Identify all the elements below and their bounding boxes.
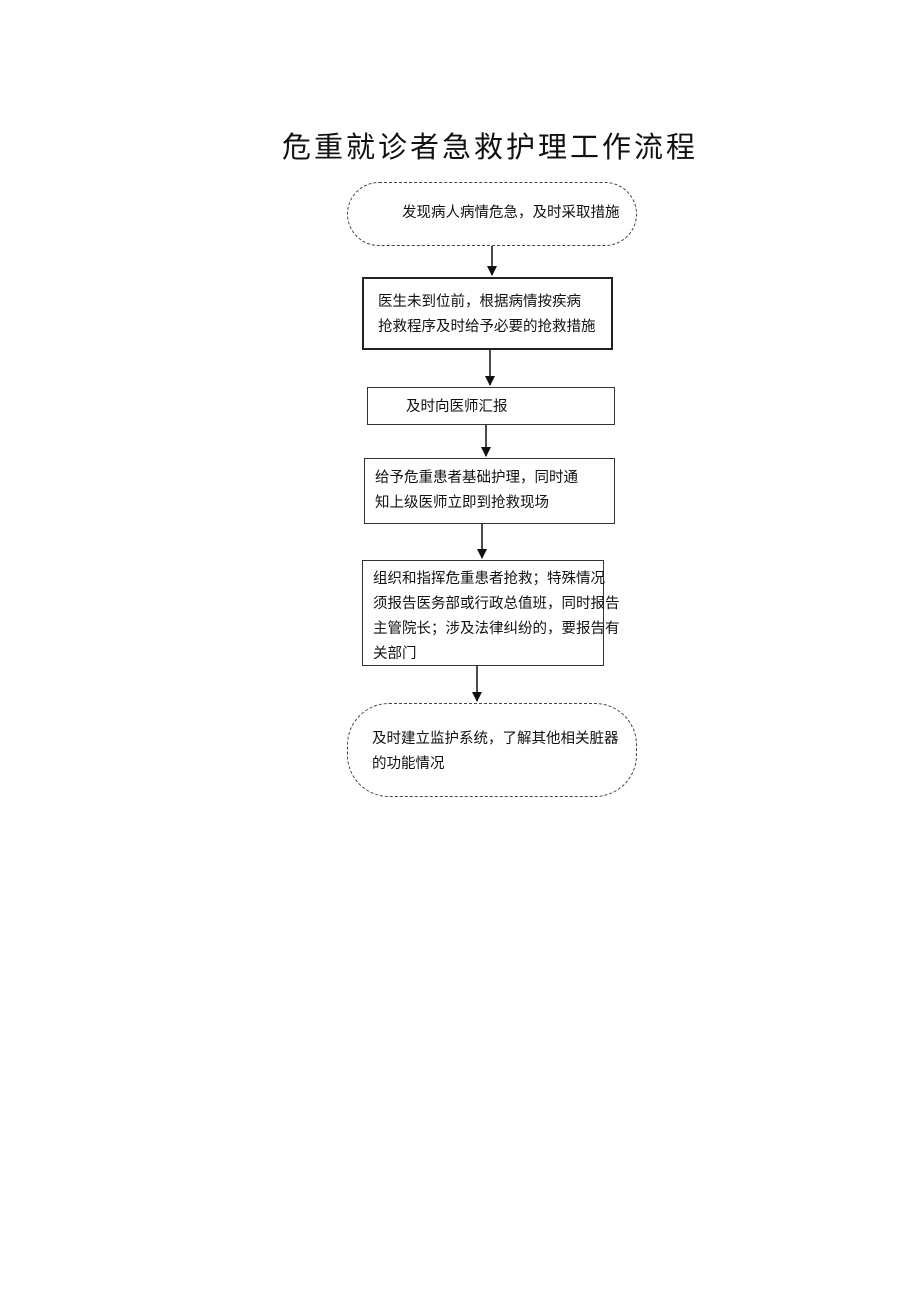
step-text: 主管院长；涉及法律纠纷的，要报告有 [373, 621, 620, 637]
step-emergency-measures: 医生未到位前，根据病情按疾病 抢救程序及时给予必要的抢救措施 [362, 277, 613, 350]
step-text: 及时向医师汇报 [406, 399, 508, 415]
step-report-physician: 及时向医师汇报 [367, 387, 615, 425]
step-end-monitoring: 及时建立监护系统，了解其他相关脏器 的功能情况 [347, 703, 637, 797]
step-text: 给予危重患者基础护理，同时通 [375, 470, 578, 486]
step-text: 关部门 [373, 646, 417, 662]
step-text: 发现病人病情危急，及时采取措施 [402, 205, 620, 221]
step-basic-care-notify: 给予危重患者基础护理，同时通 知上级医师立即到抢救现场 [364, 458, 615, 524]
page-title: 危重就诊者急救护理工作流程 [281, 130, 698, 164]
step-text: 组织和指挥危重患者抢救；特殊情况 [373, 571, 605, 587]
step-text: 知上级医师立即到抢救现场 [375, 495, 549, 511]
step-text: 抢救程序及时给予必要的抢救措施 [378, 319, 596, 335]
step-text: 及时建立监护系统，了解其他相关脏器 [372, 731, 619, 747]
step-text: 须报告医务部或行政总值班，同时报告 [373, 596, 620, 612]
step-text: 的功能情况 [372, 756, 445, 772]
step-start-detect-emergency: 发现病人病情危急，及时采取措施 [347, 182, 637, 246]
step-text: 医生未到位前，根据病情按疾病 [378, 294, 581, 310]
step-organize-rescue: 组织和指挥危重患者抢救；特殊情况 须报告医务部或行政总值班，同时报告 主管院长；… [362, 560, 620, 666]
